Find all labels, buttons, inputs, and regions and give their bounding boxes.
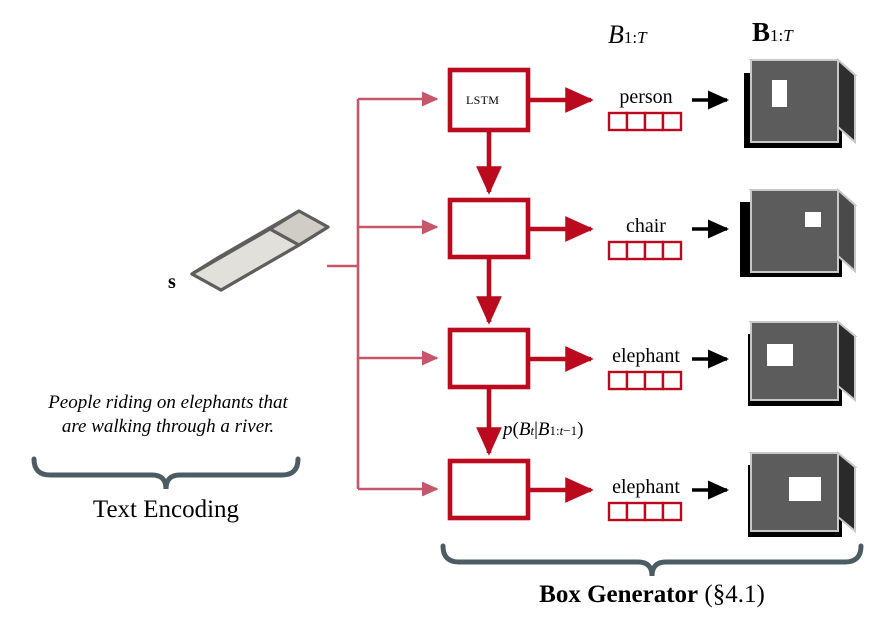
prob-p: p bbox=[503, 419, 513, 440]
prob-sub2b: t bbox=[559, 423, 564, 438]
bbox-highlight-2 bbox=[805, 212, 821, 227]
probability-annotation: p(Bt|B1:t−1) bbox=[503, 420, 583, 439]
bbox-highlight-1 bbox=[772, 80, 787, 107]
lstm-cell-label: LSTM bbox=[466, 93, 500, 107]
input-sentence-caption: People riding on elephants that are walk… bbox=[14, 391, 322, 440]
prob-B1: B bbox=[518, 419, 531, 440]
sentence-vector-label: s bbox=[168, 271, 176, 293]
bbox-highlight-3 bbox=[767, 344, 793, 366]
prob-sub2a: 1: bbox=[549, 423, 560, 438]
box-generator-label-section: (§4.1) bbox=[698, 581, 765, 608]
lstm-output-arrows bbox=[528, 87, 594, 503]
header-image-sequence-subT: T bbox=[783, 26, 793, 45]
lstm-box-1 bbox=[447, 67, 531, 133]
lstm-box-4 bbox=[447, 458, 531, 521]
caption-line-1: People riding on elephants that bbox=[48, 392, 288, 413]
header-box-sequence-symbol: B bbox=[608, 20, 624, 49]
box-generator-label-main: Box Generator bbox=[539, 581, 699, 608]
prob-open: ( bbox=[512, 419, 519, 440]
header-image-sequence-sub: 1: bbox=[770, 26, 784, 45]
prob-close: ) bbox=[577, 419, 584, 440]
prob-B2: B bbox=[537, 419, 550, 440]
scene-cube-3 bbox=[748, 319, 858, 406]
scene-cube-1 bbox=[744, 57, 858, 148]
header-image-sequence: B1:T bbox=[752, 19, 793, 46]
header-box-sequence-sub: 1: bbox=[623, 28, 638, 47]
box-coordinate-cells bbox=[607, 111, 683, 522]
lstm-box-2 bbox=[447, 197, 531, 260]
sentence-fanout-lines bbox=[327, 91, 439, 497]
bbox-highlight-4 bbox=[789, 477, 821, 501]
scene-cube-4 bbox=[748, 450, 858, 537]
text-encoding-brace bbox=[31, 456, 301, 490]
prob-bar: | bbox=[534, 419, 538, 440]
header-box-sequence-subT: T bbox=[637, 28, 647, 47]
token-label-row-2: chair bbox=[626, 215, 666, 237]
header-image-sequence-symbol: B bbox=[752, 17, 771, 47]
token-label-row-4: elephant bbox=[612, 476, 680, 498]
token-label-row-3: elephant bbox=[612, 345, 680, 367]
box-generator-brace bbox=[440, 543, 864, 577]
token-label-row-1: person bbox=[619, 86, 673, 108]
box-generator-label: Box Generator (§4.1) bbox=[452, 582, 852, 607]
prob-sub2c: −1 bbox=[563, 423, 578, 438]
lstm-box-3 bbox=[447, 327, 531, 390]
header-box-sequence: B1:T bbox=[608, 22, 647, 48]
caption-line-2: are walking through a river. bbox=[61, 416, 275, 438]
sentence-vector-bar bbox=[190, 209, 330, 292]
scene-cube-2 bbox=[740, 187, 858, 277]
token-to-image-arrows bbox=[692, 90, 730, 500]
text-encoding-label: Text Encoding bbox=[92, 496, 240, 523]
prob-t: t bbox=[530, 423, 535, 438]
